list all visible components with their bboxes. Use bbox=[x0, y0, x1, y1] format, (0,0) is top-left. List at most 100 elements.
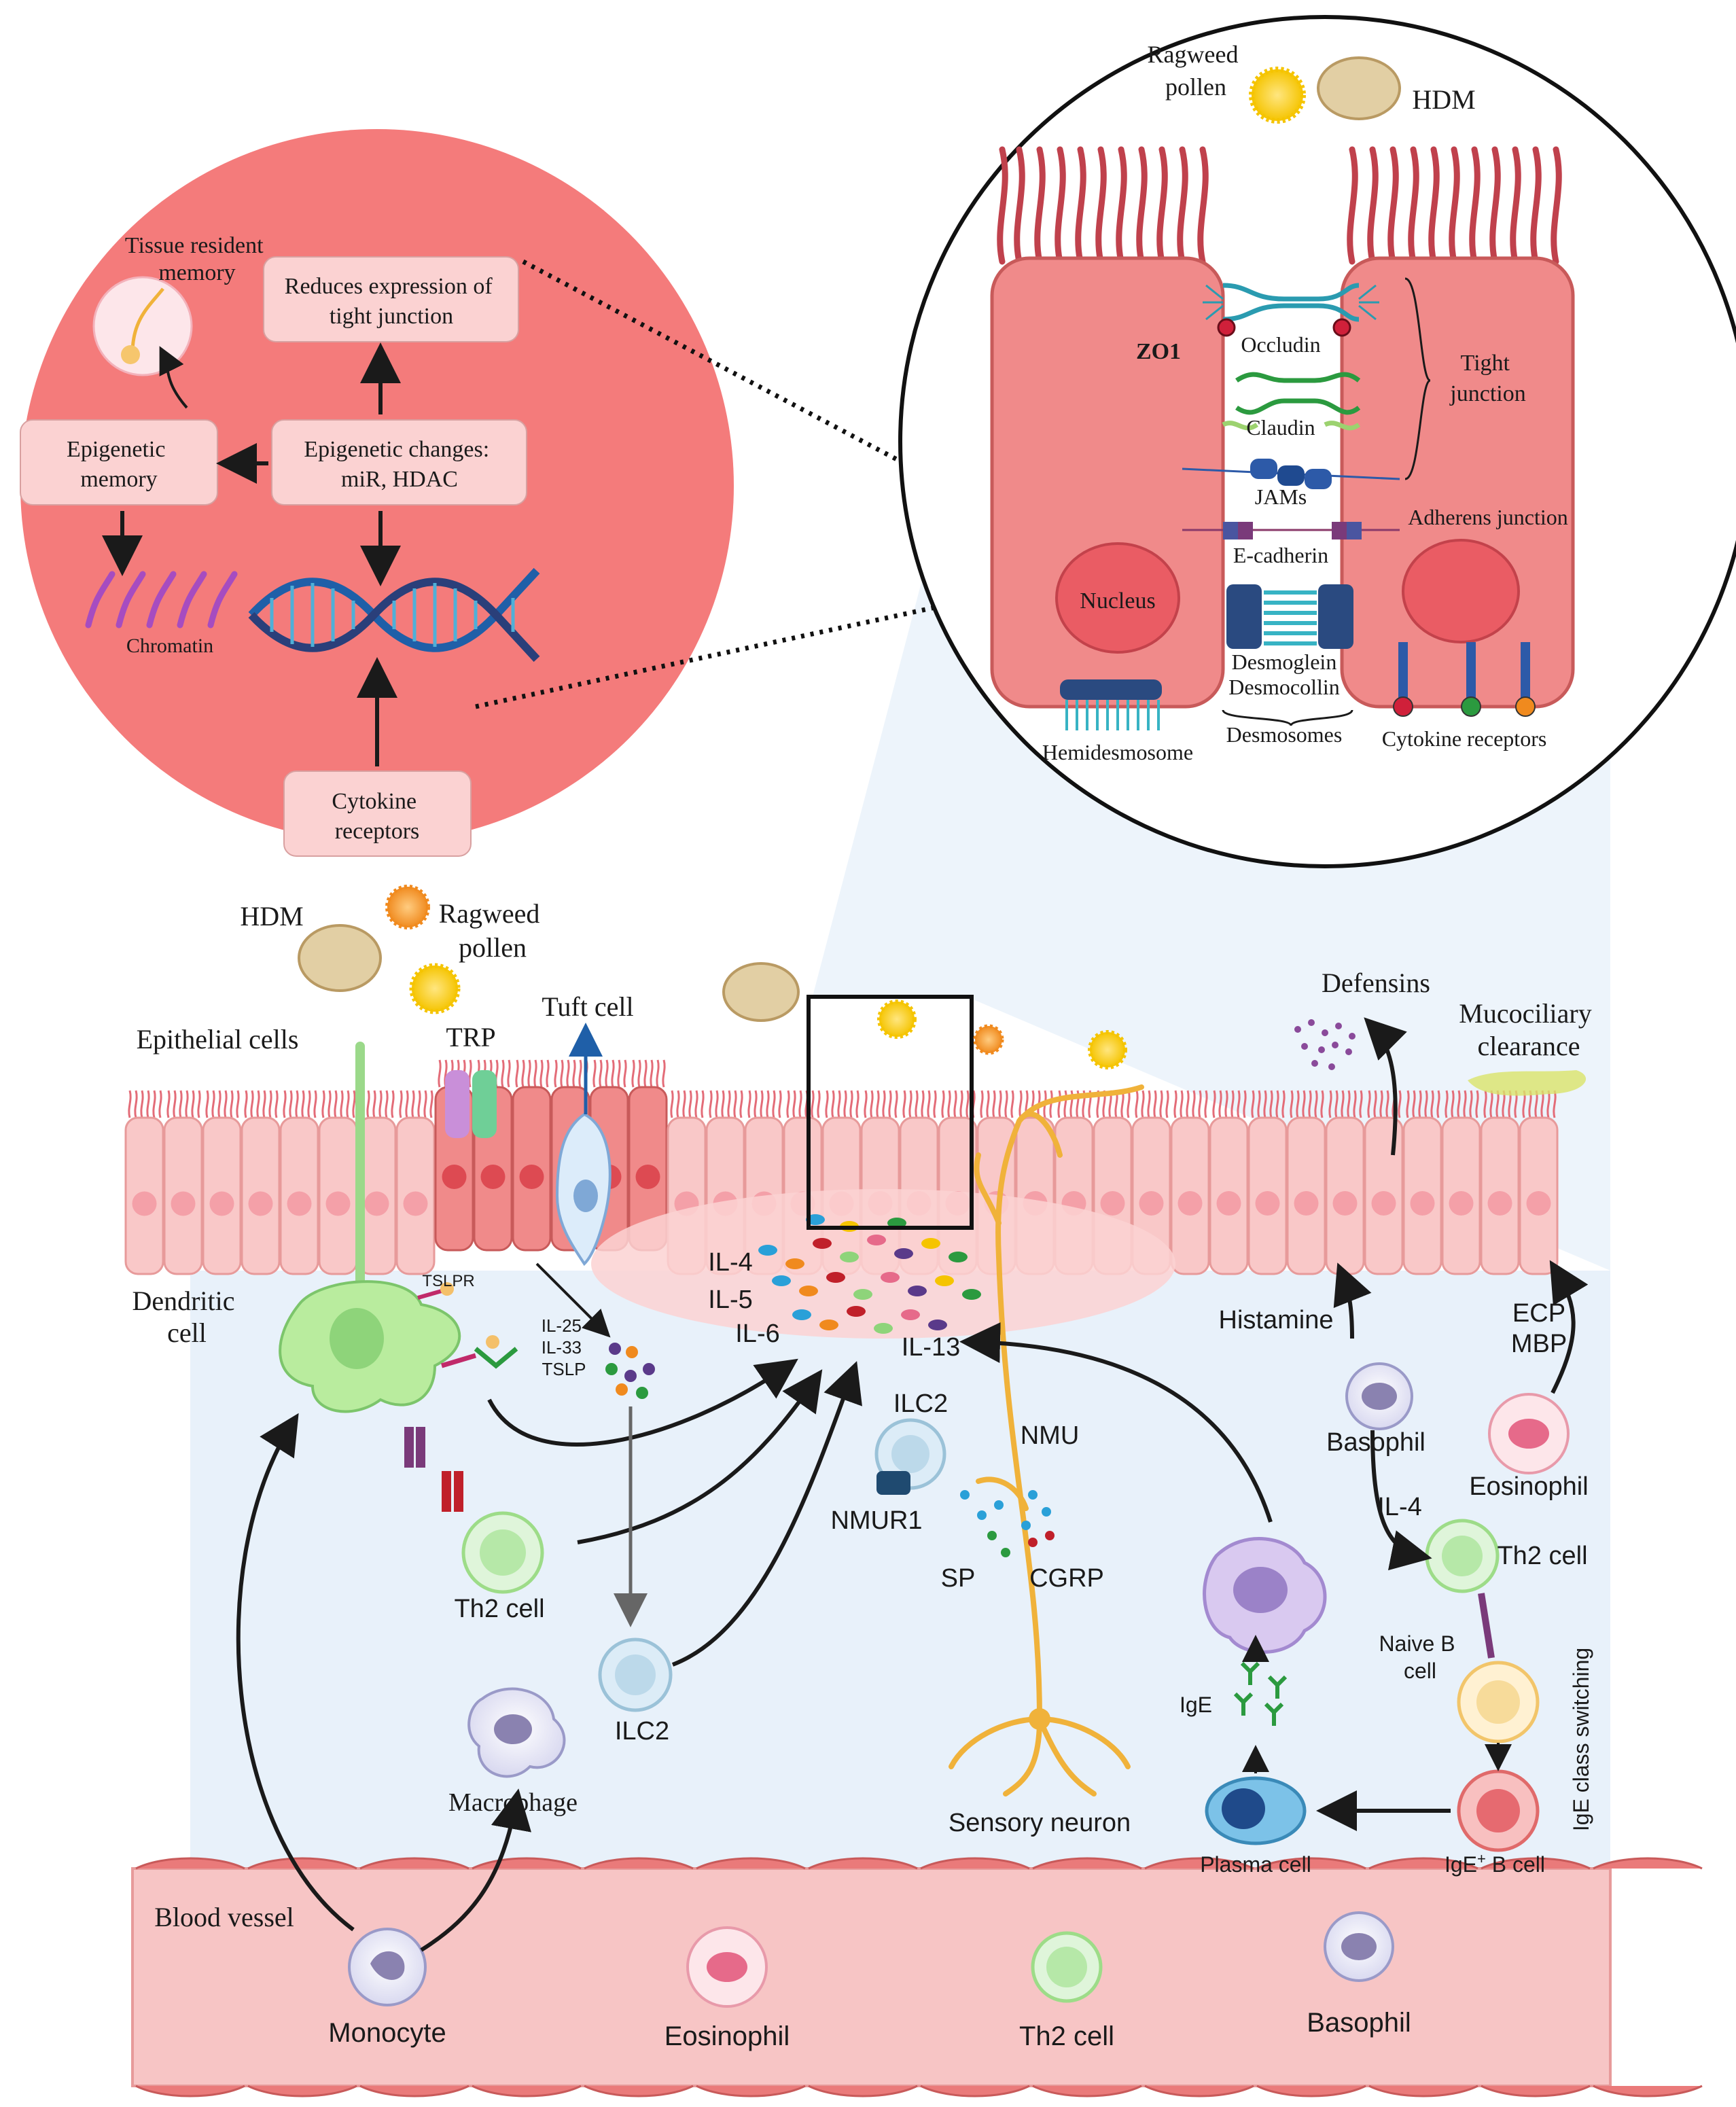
monocyte-vessel-icon bbox=[348, 1928, 427, 2006]
cilium bbox=[1153, 1090, 1157, 1118]
arrow-monocyte-to-macrophage bbox=[420, 1788, 531, 1952]
cilium bbox=[1406, 1090, 1410, 1118]
cilium bbox=[1057, 1090, 1061, 1118]
cytokine-dot bbox=[758, 1245, 777, 1256]
cytokine-receptors-box-label: Cytokine receptors bbox=[332, 789, 422, 844]
cilium bbox=[837, 1090, 841, 1118]
cilium bbox=[1290, 1090, 1294, 1118]
hdm-icon-epithelium bbox=[722, 962, 800, 1022]
epithelial-nucleus bbox=[403, 1191, 428, 1216]
ige-b-cell-label: IgE+ B cell bbox=[1445, 1850, 1545, 1877]
cilium bbox=[1475, 1090, 1479, 1118]
cilium bbox=[709, 1090, 713, 1118]
arrow-basophil-to-th2 bbox=[1370, 1430, 1432, 1571]
cilium bbox=[676, 1090, 680, 1118]
large-cilium bbox=[1347, 146, 1358, 265]
occludin-label: Occludin bbox=[1241, 332, 1320, 357]
endothelial-cell-bottom bbox=[359, 2085, 470, 2097]
cilium bbox=[578, 1059, 582, 1088]
epithelial-cells-label: Epithelial cells bbox=[137, 1024, 299, 1055]
curve-arrow-memory bbox=[159, 346, 188, 409]
alarmins-label: IL-25 IL-33 TSLP bbox=[542, 1315, 587, 1379]
large-cilium bbox=[1408, 146, 1419, 265]
epithelial-nucleus bbox=[1410, 1191, 1435, 1216]
plasma-cell-icon bbox=[1205, 1776, 1307, 1845]
cilium bbox=[352, 1090, 356, 1118]
cilium bbox=[760, 1090, 764, 1118]
large-cilium bbox=[1428, 146, 1440, 265]
dotted-connector-bottom bbox=[475, 575, 1074, 709]
cilium bbox=[1463, 1090, 1467, 1118]
cilium bbox=[1457, 1090, 1461, 1118]
cilium bbox=[1347, 1090, 1351, 1118]
cilium bbox=[772, 1090, 776, 1118]
desmosomes-bracket bbox=[1222, 709, 1353, 726]
cilium bbox=[747, 1090, 751, 1118]
cytokine-dot bbox=[847, 1306, 866, 1317]
cilium bbox=[715, 1090, 719, 1118]
cilium bbox=[992, 1090, 996, 1118]
e-cadherin-label: E-cadherin bbox=[1233, 543, 1328, 567]
epithelial-nucleus bbox=[1177, 1191, 1203, 1216]
claudin-label: Claudin bbox=[1246, 415, 1315, 440]
cilium bbox=[268, 1090, 272, 1118]
il-4-label: IL-4 bbox=[708, 1248, 752, 1277]
cilium bbox=[849, 1090, 853, 1118]
endothelial-cell-top bbox=[920, 1857, 1030, 1870]
il-5-label: IL-5 bbox=[708, 1286, 752, 1314]
arrow-th2-to-cytokines bbox=[577, 1369, 823, 1544]
hdm-main-label: HDM bbox=[240, 901, 303, 932]
cilium bbox=[211, 1090, 215, 1118]
zo1-right-icon bbox=[1332, 318, 1351, 337]
cilium bbox=[1224, 1090, 1228, 1118]
cilium bbox=[197, 1090, 201, 1118]
epithelial-nucleus bbox=[171, 1191, 196, 1216]
desmoglein-label: Desmoglein bbox=[1232, 650, 1337, 674]
cilium bbox=[778, 1090, 782, 1118]
large-cilium bbox=[1469, 146, 1481, 265]
cilium bbox=[423, 1090, 427, 1118]
cilium bbox=[1010, 1090, 1014, 1118]
cilium bbox=[855, 1090, 860, 1118]
epigenetic-changes-label: Epigenetic changes: miR, HDAC bbox=[304, 437, 495, 492]
cytokine-dot bbox=[928, 1320, 947, 1330]
cilium bbox=[670, 1090, 674, 1118]
nmur1-label: NMUR1 bbox=[830, 1506, 922, 1535]
epithelial-nucleus bbox=[1449, 1191, 1474, 1216]
cilium bbox=[230, 1090, 234, 1118]
cilium bbox=[998, 1090, 1002, 1118]
cilium bbox=[1398, 1090, 1402, 1118]
nmu-label: NMU bbox=[1021, 1421, 1080, 1450]
cilium bbox=[721, 1090, 725, 1118]
cilium bbox=[798, 1090, 802, 1118]
cilium bbox=[1257, 1090, 1261, 1118]
cilium bbox=[411, 1090, 415, 1118]
large-cilium bbox=[1367, 146, 1379, 265]
desmosomes-label: Desmosomes bbox=[1226, 722, 1343, 747]
ige-sensitized-cell-icon bbox=[1203, 1537, 1327, 1654]
cilium bbox=[321, 1090, 325, 1118]
large-cilium bbox=[1510, 146, 1521, 265]
cilium bbox=[1430, 1090, 1434, 1118]
pollen-on-epithelium-3 bbox=[1088, 1030, 1127, 1069]
cilium bbox=[372, 1090, 376, 1118]
cilium bbox=[546, 1059, 550, 1088]
cilium bbox=[283, 1090, 287, 1118]
eosinophil-vessel-icon bbox=[686, 1926, 768, 2008]
macrophage-icon bbox=[467, 1687, 566, 1778]
cilium bbox=[179, 1090, 183, 1118]
cilium bbox=[152, 1090, 156, 1118]
cilium bbox=[1483, 1090, 1487, 1118]
epithelial-nucleus bbox=[1139, 1191, 1164, 1216]
ilc2-top-icon bbox=[874, 1418, 946, 1495]
cytokine-dot bbox=[949, 1252, 968, 1262]
sp-label: SP bbox=[941, 1564, 976, 1593]
plasma-cell-label: Plasma cell bbox=[1200, 1852, 1311, 1877]
basophil-label: Basophil bbox=[1326, 1428, 1425, 1457]
cilium bbox=[733, 1090, 737, 1118]
cytokine-dot bbox=[881, 1272, 900, 1283]
dna-helix-icon bbox=[248, 567, 540, 662]
epithelial-nucleus bbox=[1487, 1191, 1512, 1216]
histamine-label: Histamine bbox=[1219, 1306, 1334, 1334]
dendritic-cell-label: Dendritic cell bbox=[132, 1286, 241, 1348]
